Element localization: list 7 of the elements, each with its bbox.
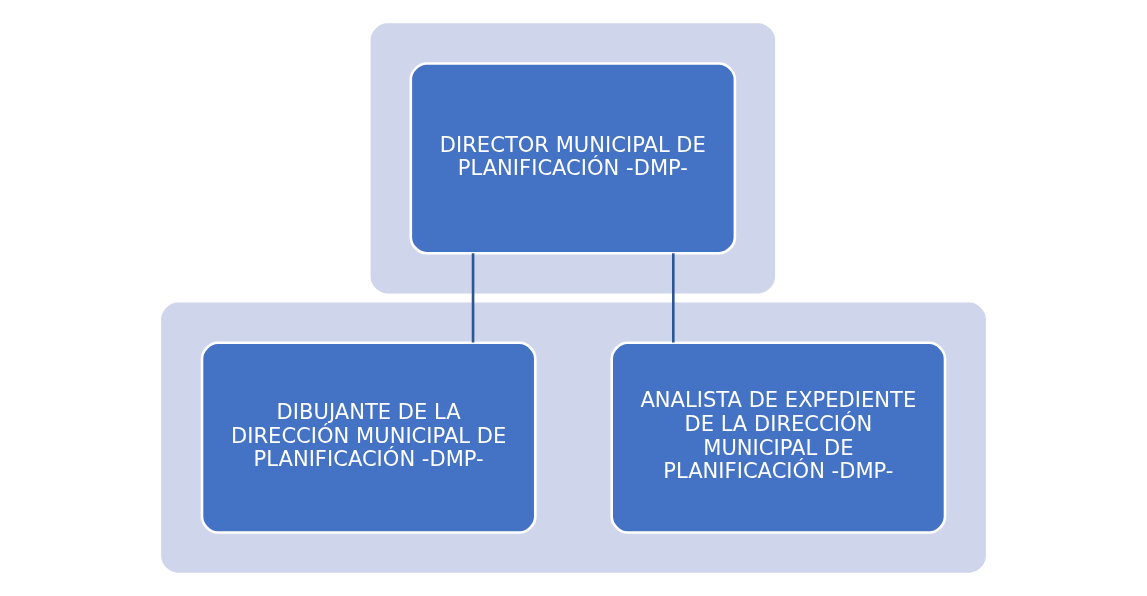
cluster	[370, 23, 776, 294]
node-box: ANALISTA DE EXPEDIENTE DE LA DIRECCIÓN MUNICIPAL DE PLANIFICACIÓN -DMP-	[610, 341, 947, 534]
node-box: DIBUJANTE DE LA DIRECCIÓN MUNICIPAL DE PLANIFICACIÓN -DMP-	[200, 341, 537, 534]
connector	[671, 253, 675, 343]
connector	[471, 253, 475, 343]
cluster	[161, 302, 986, 573]
node-box: DIRECTOR MUNICIPAL DE PLANIFICACIÓN -DMP-	[409, 62, 737, 255]
